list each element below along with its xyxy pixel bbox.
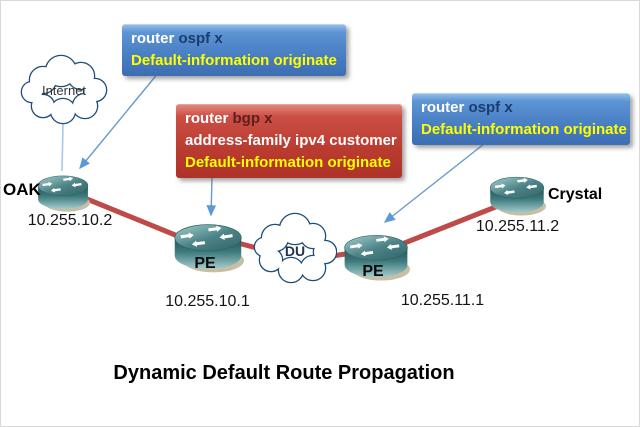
ospf-right-line2: Default-information originate [421, 121, 627, 138]
pointer-ospf-right-pe-right [383, 139, 490, 223]
ospf-right-line1: router ospf x [421, 99, 513, 116]
pe-left-ip: 10.255.10.1 [165, 293, 250, 310]
bgp-line2: address-family ipv4 customer [185, 132, 397, 149]
ospf-left-line1: router ospf x [131, 30, 223, 47]
line-internet-oak [61, 123, 64, 172]
pe-left-router: PE [172, 217, 244, 278]
internet-cloud-label: Internet [42, 83, 86, 98]
pe-left-label: PE [194, 255, 216, 272]
bgp-callout: router bgp x address-family ipv4 custome… [176, 104, 402, 178]
pe-right-label: PE [362, 263, 384, 280]
crystal-router [488, 171, 546, 220]
bgp-line1: router bgp x [185, 110, 273, 127]
bgp-line3: Default-information originate [185, 154, 391, 171]
oak-ip: 10.255.10.2 [27, 212, 113, 229]
internet-cloud: Internet [20, 54, 108, 125]
ospf-right-callout: router ospf x Default-information origin… [412, 93, 630, 145]
pointer-bgp-pe-left [206, 177, 217, 217]
du-cloud: DU [253, 212, 337, 284]
oak-label: OAK [3, 180, 41, 199]
callout-pointers [79, 71, 490, 223]
du-cloud-label: DU [285, 243, 305, 259]
link-oak-pe-left [79, 194, 188, 242]
ospf-left-callout: router ospf x Default-information origin… [122, 24, 346, 76]
router-icon [36, 170, 90, 216]
ospf-left-line2: Default-information originate [131, 52, 337, 69]
diagram-title: Dynamic Default Route Propagation [113, 362, 455, 384]
pe-right-ip: 10.255.11.1 [400, 292, 485, 309]
oak-router [36, 170, 90, 216]
pointer-ospf-left-oak [79, 71, 160, 170]
pe-right-router: PE [342, 228, 410, 286]
router-icon [488, 171, 546, 220]
link-pe-right-crystal [399, 203, 501, 247]
crystal-label: Crystal [548, 186, 603, 203]
crystal-ip: 10.255.11.2 [475, 218, 560, 235]
